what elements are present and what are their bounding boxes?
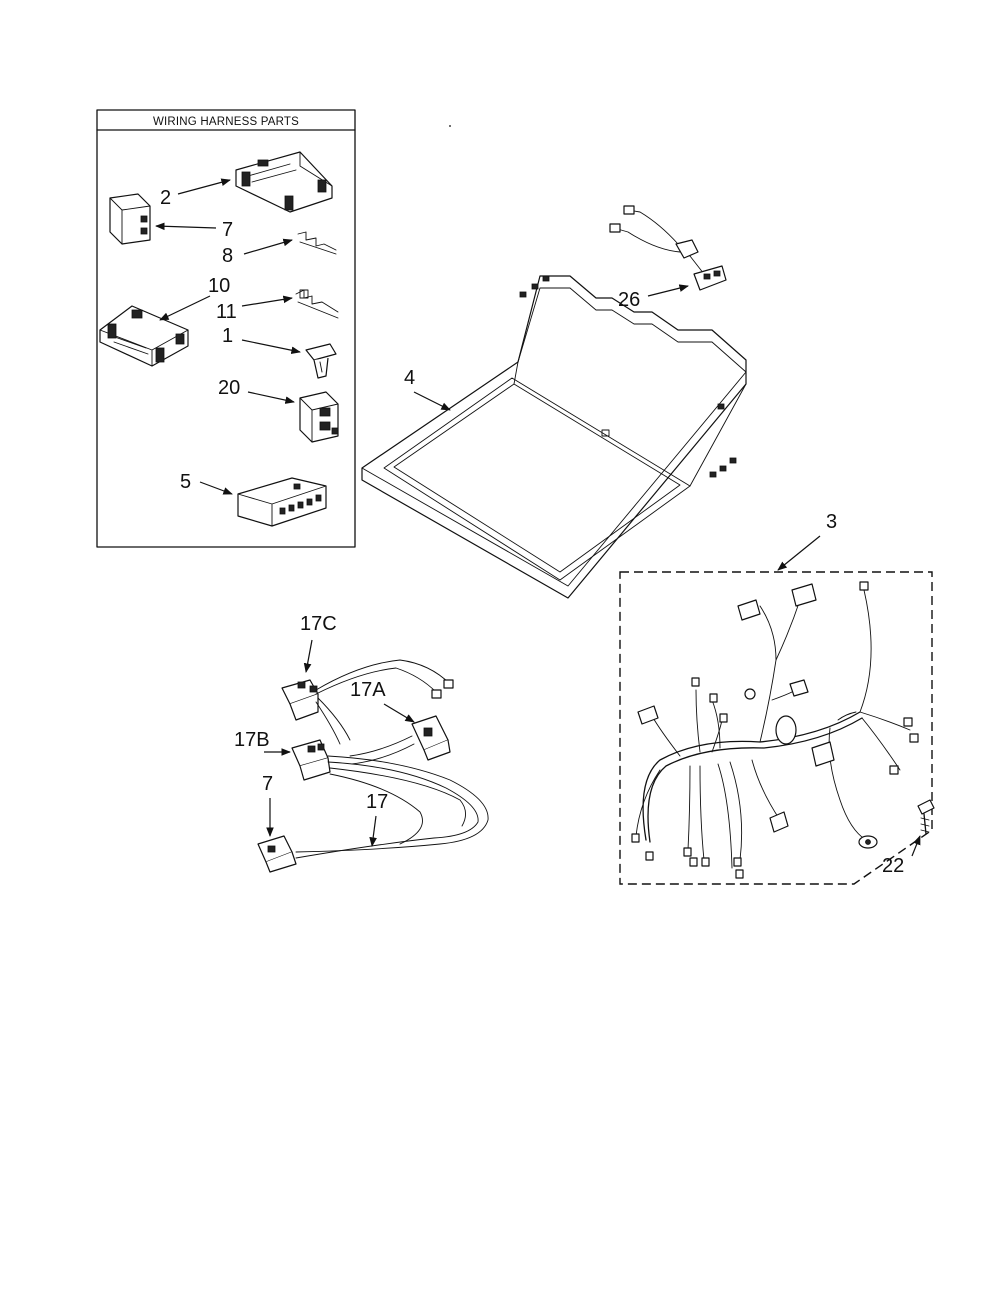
callout-2-leader	[177, 178, 231, 195]
callout-3: 3	[826, 511, 837, 533]
callout-7-box: 7	[222, 219, 233, 241]
callout-10-leader	[159, 295, 211, 321]
callout-4: 4	[404, 367, 415, 389]
callout-17b: 17B	[234, 729, 270, 751]
part-7-housing	[109, 193, 151, 245]
wiring-harness-parts-box: WIRING HARNESS PARTS 2 7 8	[96, 109, 356, 548]
part-3-main-harness-group	[619, 571, 933, 885]
callout-26: 26	[618, 289, 640, 311]
callout-7-bottom: 7	[262, 773, 273, 795]
callout-1: 1	[222, 325, 233, 347]
callout-17: 17	[366, 791, 388, 813]
part-3-dashed-boundary	[619, 571, 933, 885]
part-11-terminal	[295, 289, 339, 319]
callout-2: 2	[160, 187, 171, 209]
part-1-clip	[305, 343, 337, 379]
callout-26-leader	[647, 284, 689, 297]
callout-3-leader	[777, 535, 821, 571]
callout-22-leader	[911, 835, 921, 857]
callout-1-leader	[241, 339, 301, 355]
callout-17-leader	[369, 815, 377, 847]
part-26-harness	[609, 205, 727, 291]
callout-7-box-leader	[155, 222, 217, 231]
part-4-top-frame	[361, 275, 747, 599]
parts-box-frame	[96, 109, 356, 548]
part-2-connector	[235, 151, 333, 213]
callout-17c: 17C	[300, 613, 337, 635]
callout-5-leader	[199, 481, 233, 495]
callout-4-leader	[413, 391, 451, 411]
callout-10: 10	[208, 275, 230, 297]
callout-8: 8	[222, 245, 233, 267]
callout-5: 5	[180, 471, 191, 493]
part-8-terminal	[297, 231, 337, 255]
callout-11: 11	[216, 301, 237, 323]
callout-8-leader	[243, 238, 293, 255]
part-22-screw	[917, 799, 935, 835]
callout-20-leader	[247, 391, 295, 404]
callout-17a-leader	[383, 703, 415, 723]
part-3-main-harness	[631, 581, 919, 879]
callout-17a: 17A	[350, 679, 386, 701]
part-20-connector	[299, 391, 339, 443]
part-10-connector	[99, 305, 189, 367]
callout-11-leader	[241, 295, 293, 307]
callout-22: 22	[882, 855, 904, 877]
part-17-harness	[257, 659, 489, 873]
parts-box-title: WIRING HARNESS PARTS	[153, 116, 299, 128]
callout-17c-leader	[303, 639, 313, 673]
callout-20: 20	[218, 377, 240, 399]
part-5-block	[237, 477, 327, 527]
scan-speck	[449, 125, 451, 127]
